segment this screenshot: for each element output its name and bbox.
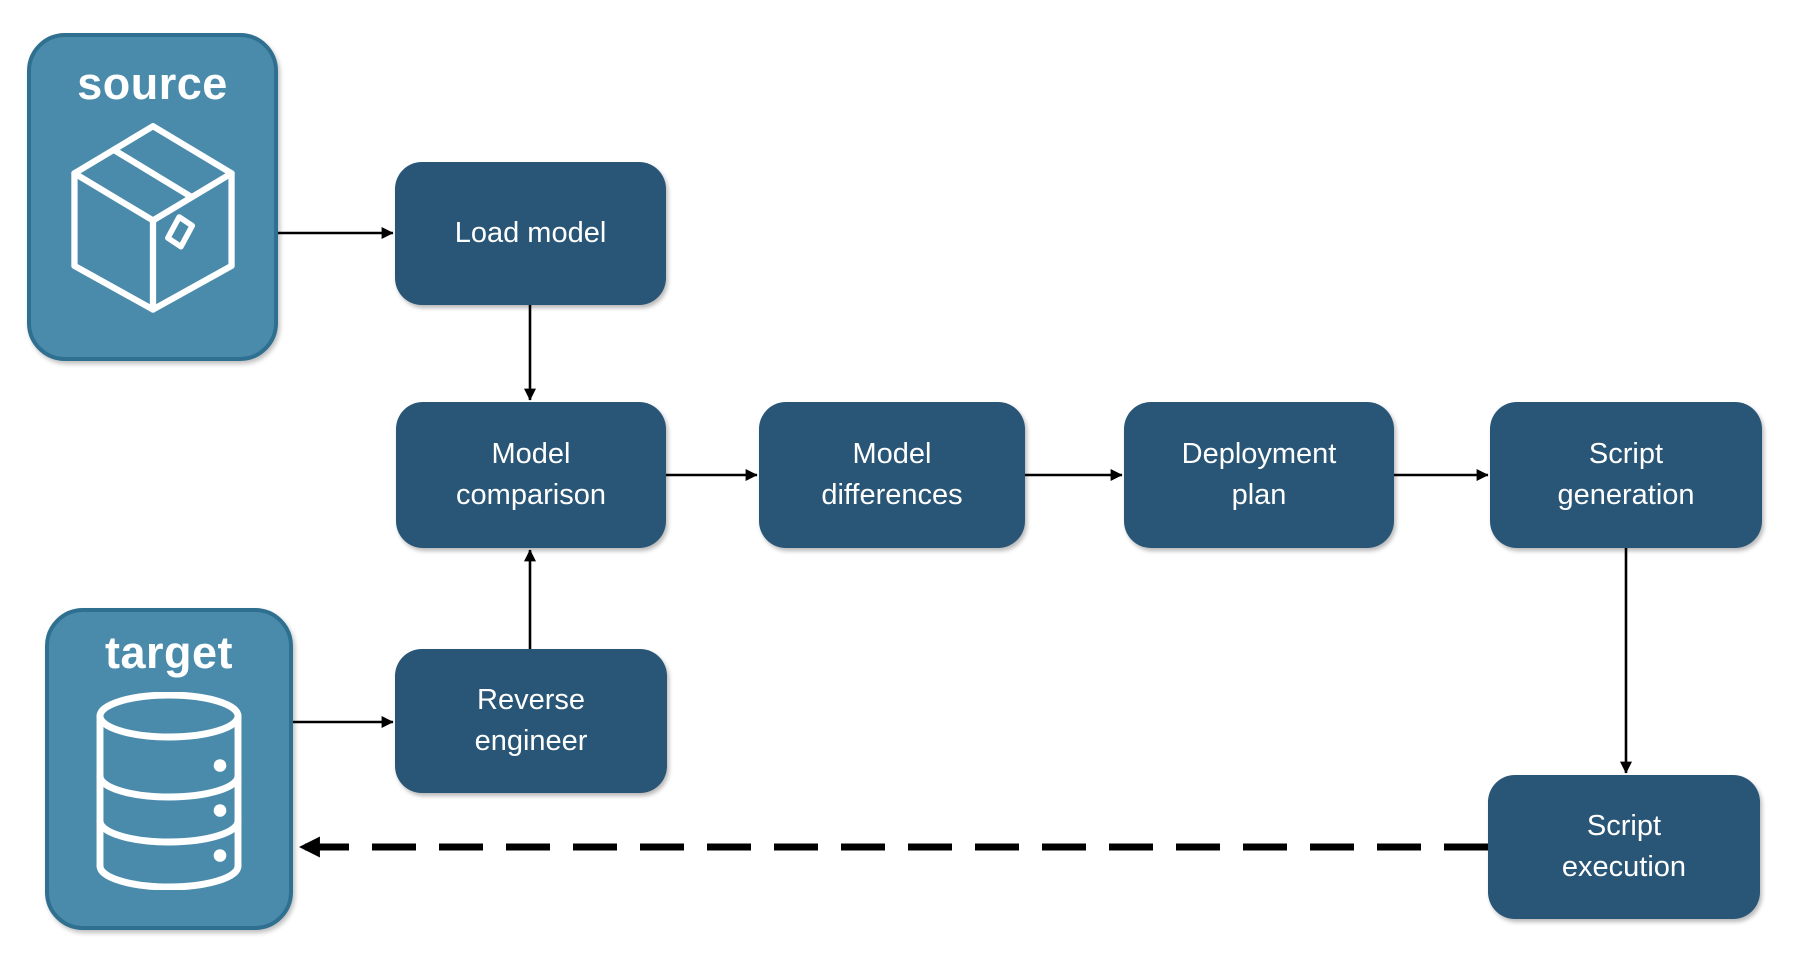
node-model-differences-label: Model differences (821, 437, 963, 511)
node-script-generation: Script generation (1490, 402, 1762, 548)
node-reverse-engineer: Reverse engineer (395, 649, 667, 793)
node-model-differences: Model differences (759, 402, 1025, 548)
node-script-generation-label: Script generation (1557, 437, 1695, 511)
endpoint-target: target (45, 608, 293, 930)
node-script-execution-label: Script execution (1561, 809, 1687, 883)
node-script-execution: Script execution (1488, 775, 1760, 919)
node-load-model: Load model (395, 162, 666, 305)
target-label: target (104, 627, 234, 678)
package-icon (70, 122, 235, 313)
source-label: source (77, 58, 228, 109)
node-deployment-plan: Deployment plan (1124, 402, 1394, 548)
node-reverse-engineer-label: Reverse engineer (474, 683, 588, 757)
node-model-comparison: Model comparison (396, 402, 666, 548)
node-load-model-label: Load model (454, 216, 607, 249)
endpoint-source: source (27, 33, 278, 361)
node-model-comparison-label: Model comparison (456, 437, 606, 511)
node-deployment-plan-label: Deployment plan (1181, 437, 1337, 511)
database-icon (96, 691, 242, 890)
